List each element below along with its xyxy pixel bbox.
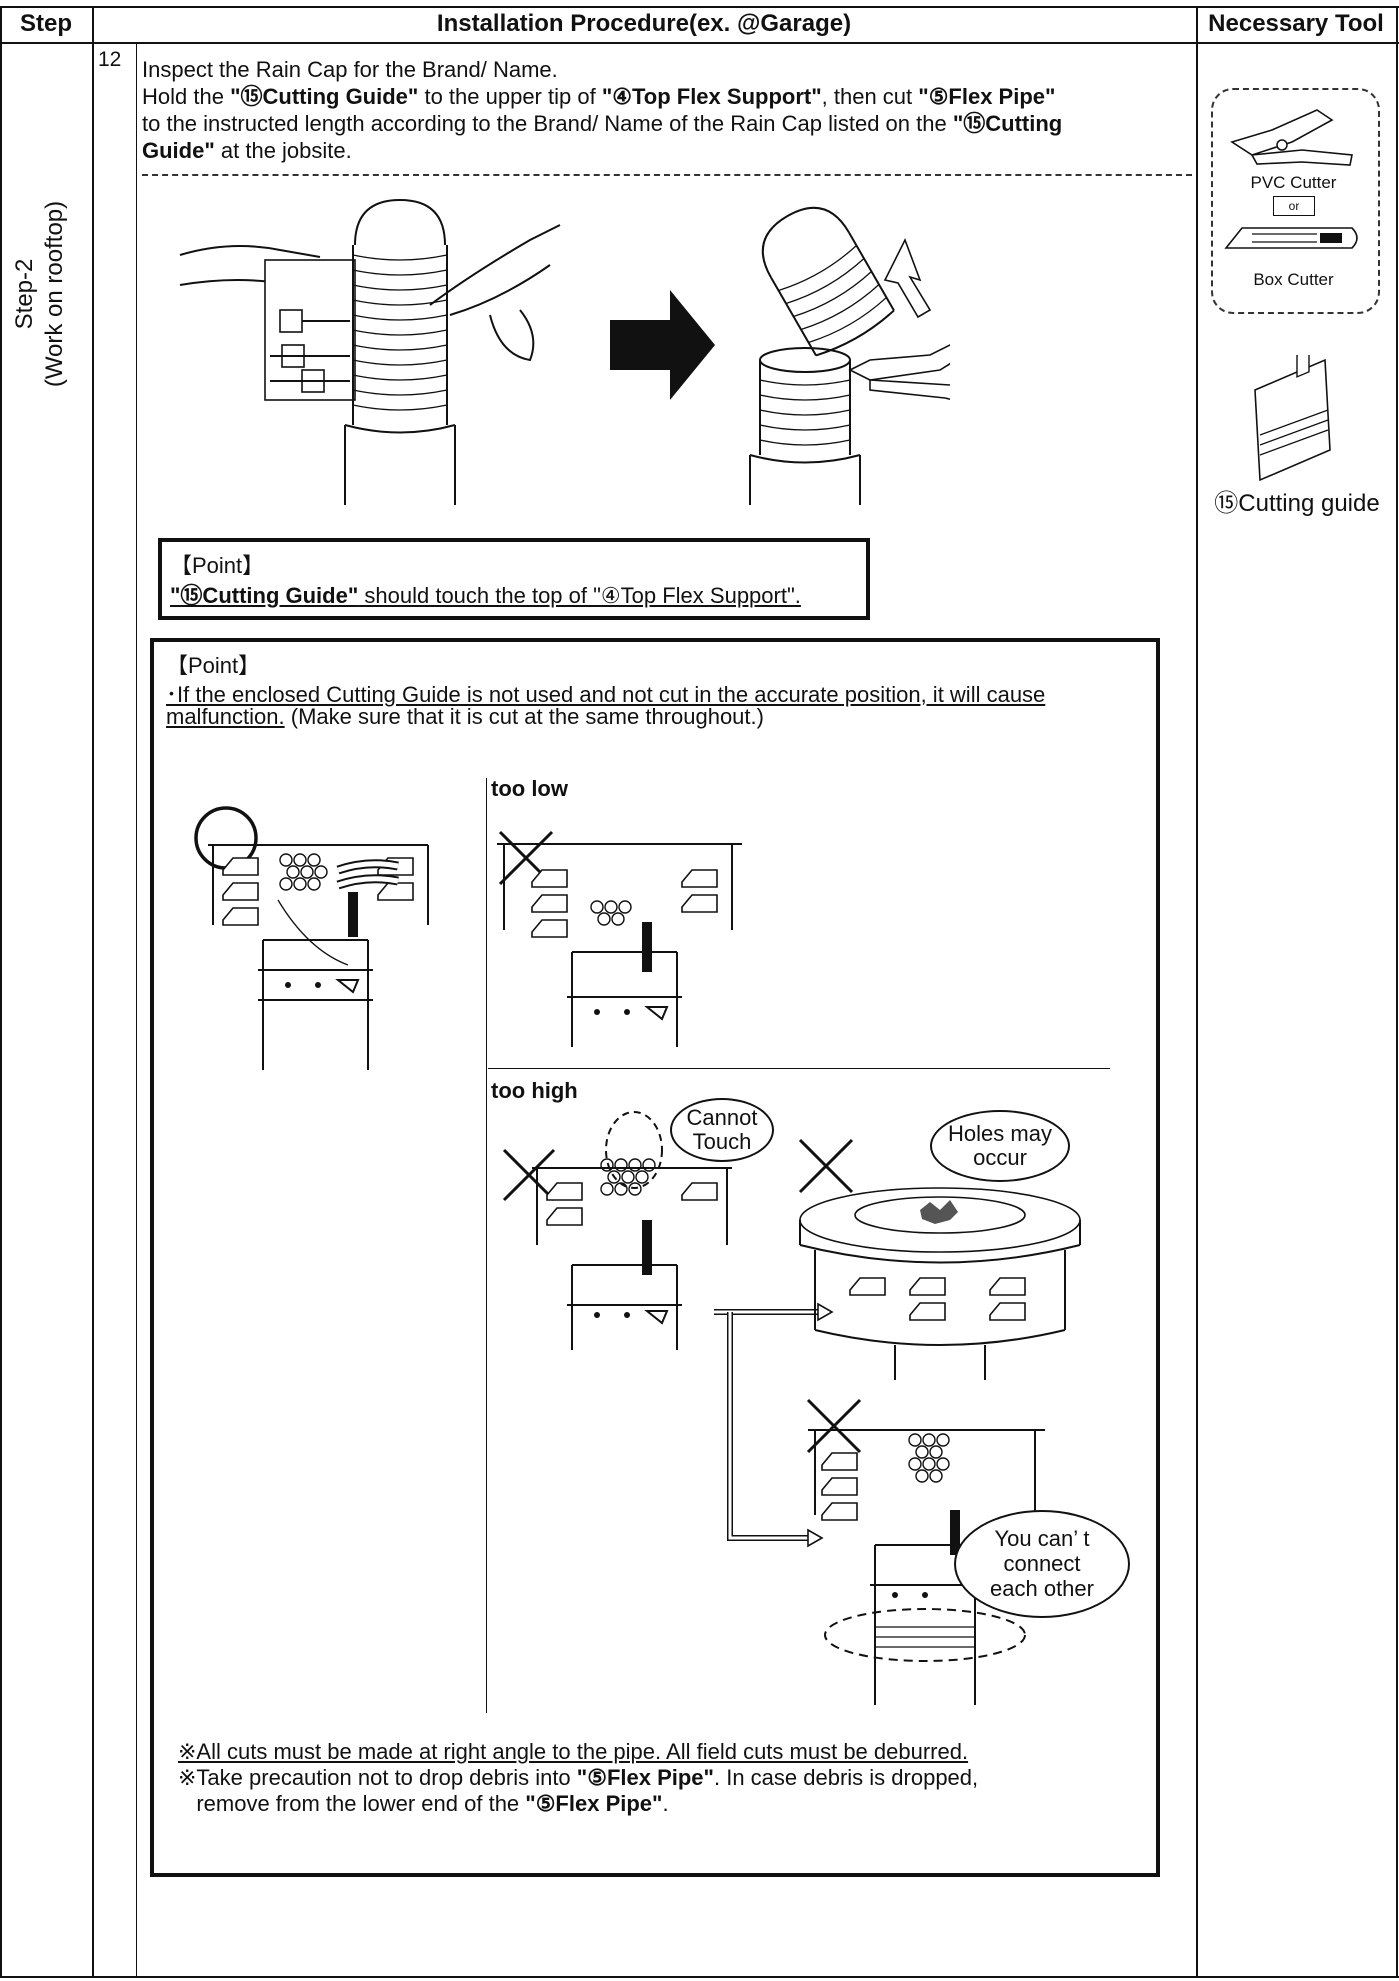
too-low-label: too low [491,776,568,802]
header-necessary-tool: Necessary Tool [1196,6,1396,42]
note3-a: remove from the lower end of the [178,1791,525,1816]
too-low-illustration [492,812,762,1052]
header-procedure: Installation Procedure(ex. @Garage) [92,6,1196,42]
pvc-cutter-tool [850,335,950,380]
note3-c: . [662,1791,668,1816]
table-bottom-border [0,1976,1399,1978]
or-box: or [1273,196,1315,216]
point2-line2: malfunction. (Make sure that it is cut a… [166,704,764,730]
comparison-divider [486,778,487,1713]
intro-line2-a: Hold the [142,84,230,109]
note2-c: . In case debris is dropped, [714,1765,978,1790]
point1-rest: should touch the top of "④Top Flex Suppo… [358,583,801,608]
cannot-touch-line2: Touch [672,1130,772,1154]
intro-line2-c: to the upper tip of [418,84,601,109]
col-divider-number [136,42,137,1978]
intro-divider [142,174,1192,176]
note-2: ※Take precaution not to drop debris into… [178,1765,978,1791]
step-label: Step-2 (Work on rooftop) [10,144,82,444]
point-box-1: 【Point】 "⑮Cutting Guide" should touch th… [158,538,870,620]
step-number: 12 [98,48,121,72]
step-label-line2: (Work on rooftop) [40,144,70,444]
intro-line1: Inspect the Rain Cap for the Brand/ Name… [142,56,1192,83]
right-hand-pencil [430,225,560,305]
holes-bubble: Holes may occur [930,1110,1070,1182]
box-cutter-icon [1222,222,1367,254]
point1-cutting-guide-ref: "⑮Cutting Guide" [170,583,358,608]
mesh [280,854,327,890]
note3-flex-pipe-ref: "⑤Flex Pipe" [525,1791,662,1816]
point1-title: 【Point】 [170,548,264,580]
cut-pipe-rim [760,348,850,372]
intro-line4: Guide" at the jobsite. [142,137,1192,164]
holes-line1: Holes may [932,1122,1068,1146]
intro-line3: to the instructed length according to th… [142,110,1192,137]
note-1: ※All cuts must be made at right angle to… [178,1739,968,1765]
intro-line2-e: , then cut [822,84,919,109]
cannot-touch-bubble: Cannot Touch [670,1098,774,1162]
col-divider-tool [1196,6,1198,1978]
cutting-illustration [170,185,950,505]
point1-text: "⑮Cutting Guide" should touch the top of… [170,578,801,610]
intro-line4-b: at the jobsite. [215,138,352,163]
right-arrow-icon [610,290,715,400]
cannot-touch-line1: Cannot [672,1106,772,1130]
comparison-hdivider [488,1068,1110,1069]
point2-line2-rest: (Make sure that it is cut at the same th… [285,704,764,729]
point2-malfunction: malfunction. [166,704,285,729]
note2-flex-pipe-ref: "⑤Flex Pipe" [577,1765,714,1790]
intro-text: Inspect the Rain Cap for the Brand/ Name… [142,56,1192,164]
table-header-border [0,42,1399,44]
left-hand-arm [180,246,320,257]
intro-flex-pipe-ref: "⑤Flex Pipe" [918,84,1055,109]
table-left-border [0,6,2,1978]
flex-pipe-ribs [353,255,447,410]
note2-a: ※Take precaution not to drop debris into [178,1765,577,1790]
col-divider-step [92,6,94,1978]
cutting-guide-label: ⑮Cutting guide [1199,483,1395,518]
cant-connect-line1: You can’ t [956,1526,1128,1551]
cant-connect-bubble: You can’ t connect each other [954,1510,1130,1618]
holes-line2: occur [932,1146,1068,1170]
cut-off-piece [749,194,897,360]
step-label-line1: Step-2 [10,144,40,444]
cant-connect-line3: each other [956,1576,1128,1601]
point2-title: 【Point】 [166,648,260,680]
intro-top-flex-ref: "④Top Flex Support" [602,84,822,109]
intro-line4-a: Guide" [142,138,215,163]
pvc-cutter-icon [1222,100,1367,170]
header-step: Step [0,6,92,42]
flex-pipe-top [355,200,445,245]
table-right-border [1396,6,1398,1978]
intro-line2: Hold the "⑮Cutting Guide" to the upper t… [142,83,1192,110]
note-3: remove from the lower end of the "⑤Flex … [178,1791,669,1817]
intro-cutting-guide-ref: "⑮Cutting Guide" [230,84,418,109]
pvc-cutter-label: PVC Cutter [1211,173,1376,193]
cant-connect-line2: connect [956,1551,1128,1576]
intro-line3-b: "⑮Cutting [953,111,1062,136]
intro-line3-a: to the instructed length according to th… [142,111,953,136]
box-cutter-label: Box Cutter [1211,270,1376,290]
cutting-guide-icon [1245,355,1345,485]
correct-rain-cap-illustration [188,800,468,1070]
